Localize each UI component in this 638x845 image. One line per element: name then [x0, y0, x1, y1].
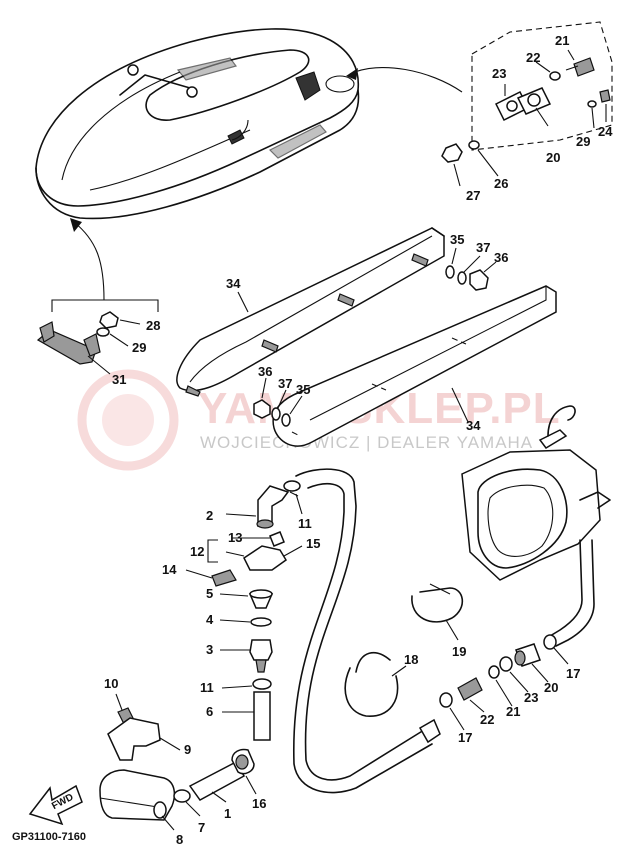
washer-37-upper: [457, 271, 467, 285]
callout-32: 28: [146, 318, 160, 333]
clamp-17-lower: [439, 692, 453, 708]
washer-23: [499, 656, 513, 672]
diagram-code: GP31100-7160: [12, 831, 86, 843]
callout-34-upper: 34: [226, 276, 241, 291]
washer-33: [96, 327, 110, 337]
arrow-to-hull: [73, 221, 105, 301]
callout-25: 21: [555, 33, 569, 48]
callout-10: 10: [104, 676, 118, 691]
clamp-17-upper: [543, 634, 557, 650]
arrow-to-inset: [349, 67, 463, 93]
washer-37-lower: [271, 407, 281, 421]
callout-11-upper: 11: [298, 516, 312, 531]
callout-9: 9: [184, 742, 191, 757]
callout-22: 22: [480, 712, 494, 727]
washer-21: [488, 665, 500, 679]
callout-13: 13: [228, 530, 242, 545]
callout-11-lower: 11: [200, 680, 214, 695]
hose-6: [253, 691, 271, 741]
nut-36-upper: [469, 269, 489, 291]
callout-24: 20: [546, 150, 560, 165]
watercraft-illustration: [35, 28, 360, 220]
arrow-head-inset: [346, 68, 358, 80]
callout-35-lower: 35: [296, 382, 310, 397]
callout-14: 14: [162, 562, 177, 577]
callout-3: 3: [206, 642, 213, 657]
arrow-head-hull: [70, 218, 82, 232]
callout-17-upper: 17: [566, 666, 580, 681]
callout-27: 23: [492, 66, 506, 81]
callout-1: 1: [224, 806, 231, 821]
jet-pump-housing: [461, 405, 611, 647]
hose-main: [295, 468, 425, 781]
callout-37-lower: 37: [278, 376, 292, 391]
inset-box: [471, 21, 613, 151]
watermark-logo-ring: [77, 369, 179, 471]
oring-4: [250, 617, 272, 627]
hose-main-outer: [293, 482, 433, 794]
callout-18: 18: [404, 652, 418, 667]
callout-12: 12: [190, 544, 204, 559]
callout-17-lower: 17: [458, 730, 472, 745]
callout-20: 20: [544, 680, 558, 695]
strap-18: [344, 667, 399, 717]
callout-8: 8: [176, 832, 183, 845]
callout-2: 2: [206, 508, 213, 523]
washer-35-lower: [281, 413, 291, 427]
callout-16: 16: [252, 796, 266, 811]
watermark-logo-core: [102, 394, 154, 446]
inset-parts: [494, 49, 611, 129]
watermark-dealer: WOJCIECHOWICZ | DEALER YAMAHA: [200, 433, 533, 452]
callout-29-inset: 29: [576, 134, 590, 149]
callout-35-upper: 35: [450, 232, 464, 247]
clamp-11-upper: [283, 480, 301, 492]
clamp-11-lower: [252, 678, 272, 690]
bracket-31: [51, 299, 159, 312]
callout-4: 4: [206, 612, 214, 627]
callout-37-upper: 37: [476, 240, 490, 255]
callout-30: 27: [466, 188, 480, 203]
strap-19: [411, 587, 464, 623]
clamp-7: [173, 789, 191, 803]
callout-34-lower: 34: [466, 418, 481, 433]
holder-12: [243, 545, 287, 571]
hose-1: [188, 761, 246, 801]
washer-29: [468, 140, 480, 150]
intake-pickup-31: [36, 321, 111, 375]
callout-5: 5: [206, 586, 213, 601]
bolt-14: [211, 569, 237, 587]
callout-23: 23: [524, 690, 538, 705]
callout-33: 29: [132, 340, 146, 355]
washer-35-upper: [445, 265, 455, 279]
callout-21: 21: [506, 704, 520, 719]
fitting-3: [249, 639, 273, 661]
cooling-plate-34-upper: [176, 227, 445, 397]
callout-36-lower: 36: [258, 364, 272, 379]
nut-30: [441, 143, 463, 163]
callout-31: 31: [112, 372, 126, 387]
fwd-arrow: FWD: [28, 784, 83, 826]
callout-36-upper: 36: [494, 250, 508, 265]
callout-19: 19: [452, 644, 466, 659]
nut-36-lower: [253, 399, 271, 419]
callout-labels: 21 22 23 24 29 20 26 27 35 37 36 34 28 2…: [12, 33, 613, 845]
callout-26: 22: [526, 50, 540, 65]
callout-28: 24: [598, 124, 613, 139]
nut-32: [99, 311, 119, 329]
callout-29: 26: [494, 176, 508, 191]
fitting-22: [457, 677, 483, 701]
callout-15: 15: [306, 536, 320, 551]
callout-6: 6: [206, 704, 213, 719]
callout-7: 7: [198, 820, 205, 835]
bracket-9: [107, 717, 161, 761]
